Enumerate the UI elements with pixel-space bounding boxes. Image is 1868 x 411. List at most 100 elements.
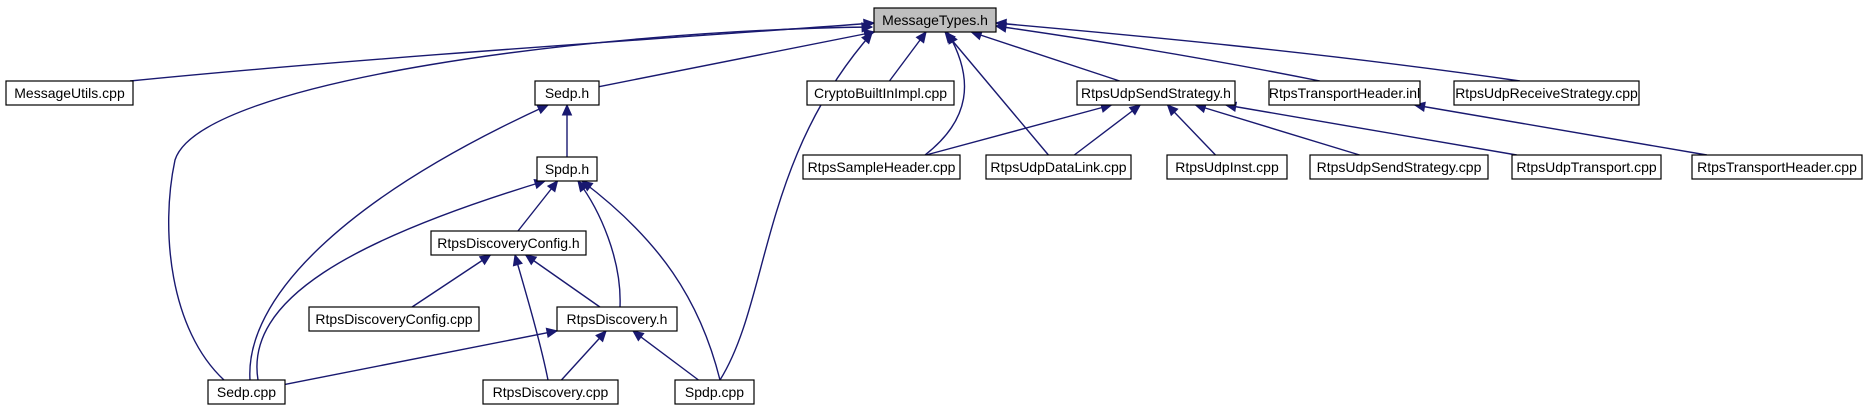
node-rtpsudpdatalink-cpp[interactable]: RtpsUdpDataLink.cpp [985, 154, 1132, 180]
node-box [1268, 80, 1421, 106]
edge-rtpsdiscovery-h-to-rtpsdiscoveryconfig-h [524, 254, 601, 308]
arrowhead [577, 180, 589, 193]
node-label: RtpsUdpSendStrategy.cpp [1317, 159, 1482, 175]
edge-line [971, 31, 1120, 82]
edge-line [284, 330, 558, 386]
arrowhead [1166, 104, 1179, 117]
edge-rtpsdiscoveryconfig-cpp-to-rtpsdiscoveryconfig-h [411, 254, 492, 308]
edge-line [924, 32, 966, 156]
node-box [482, 379, 619, 405]
node-label: RtpsDiscovery.cpp [493, 384, 609, 400]
node-box [674, 379, 755, 405]
node-box [802, 154, 961, 180]
node-label: RtpsDiscovery.h [567, 311, 668, 327]
node-label: Spdp.cpp [685, 384, 744, 400]
node-box [430, 230, 587, 256]
edge-line [995, 25, 1321, 82]
node-box [1453, 80, 1640, 106]
node-spdp-h[interactable]: Spdp.h [536, 156, 598, 182]
arrowhead [1128, 104, 1142, 116]
edge-sedp-cpp-to-rtpsdiscovery-h [284, 327, 559, 386]
node-label: RtpsSampleHeader.cpp [808, 159, 956, 175]
node-spdp-cpp[interactable]: Spdp.cpp [674, 379, 755, 405]
node-label: Sedp.cpp [217, 384, 276, 400]
arrowhead [595, 330, 607, 343]
node-label: RtpsUdpTransport.cpp [1516, 159, 1657, 175]
node-rtpsudpreceivestrategy-cpp[interactable]: RtpsUdpReceiveStrategy.cpp [1453, 80, 1640, 106]
node-messageutils-cpp[interactable]: MessageUtils.cpp [5, 80, 134, 106]
edge-line [581, 180, 721, 381]
edge-rtpsdiscoveryconfig-h-to-spdp-h [517, 180, 559, 232]
node-sedp-h[interactable]: Sedp.h [534, 80, 600, 106]
node-label: RtpsUdpInst.cpp [1175, 159, 1279, 175]
node-label: MessageTypes.h [882, 12, 988, 28]
node-label: RtpsDiscoveryConfig.h [437, 235, 579, 251]
node-rtpsdiscovery-h[interactable]: RtpsDiscovery.h [556, 306, 678, 332]
node-rtpstransportheader-cpp[interactable]: RtpsTransportHeader.cpp [1691, 154, 1863, 180]
edge-sedp-cpp-to-messagetypes-h [168, 22, 874, 381]
arrowhead [861, 22, 874, 33]
edge-line [256, 180, 546, 381]
edge-line [598, 31, 875, 88]
node-box [1309, 154, 1489, 180]
edge-line [514, 254, 549, 381]
edge-line [411, 254, 491, 308]
node-box [556, 306, 678, 332]
node-rtpsudpinst-cpp[interactable]: RtpsUdpInst.cpp [1166, 154, 1288, 180]
edge-rtpsudptransport-cpp-to-rtpsudpsendstrategy-h [1224, 101, 1517, 156]
edge-rtpsdiscovery-cpp-to-rtpsdiscovery-h [560, 330, 607, 381]
node-label: Sedp.h [545, 85, 589, 101]
node-label: RtpsUdpReceiveStrategy.cpp [1455, 85, 1638, 101]
node-sedp-cpp[interactable]: Sedp.cpp [207, 379, 286, 405]
edge-line [1414, 104, 1707, 156]
node-rtpssampleheader-cpp[interactable]: RtpsSampleHeader.cpp [802, 154, 961, 180]
arrowhead [861, 32, 873, 45]
node-box [1166, 154, 1288, 180]
node-label: RtpsUdpDataLink.cpp [990, 159, 1126, 175]
node-rtpsdiscoveryconfig-h[interactable]: RtpsDiscoveryConfig.h [430, 230, 587, 256]
node-messagetypes-h: MessageTypes.h [873, 7, 997, 33]
node-rtpsudptransport-cpp[interactable]: RtpsUdpTransport.cpp [1511, 154, 1662, 180]
edge-rtpsudpreceivestrategy-cpp-to-messagetypes-h [994, 18, 1521, 82]
arrowhead [478, 254, 492, 266]
node-box [1691, 154, 1863, 180]
node-rtpsudpsendstrategy-cpp[interactable]: RtpsUdpSendStrategy.cpp [1309, 154, 1489, 180]
node-cryptobuiltinimpl-cpp[interactable]: CryptoBuiltInImpl.cpp [806, 80, 955, 106]
arrowhead [944, 31, 956, 44]
edge-line [129, 22, 875, 82]
edge-rtpsdiscovery-cpp-to-rtpsdiscoveryconfig-h [512, 253, 549, 381]
edge-rtpsudpsendstrategy-h-to-messagetypes-h [970, 30, 1120, 82]
node-label: RtpsTransportHeader.cpp [1697, 159, 1857, 175]
edge-spdp-h-to-sedp-h [561, 103, 573, 157]
edge-line [925, 104, 1112, 156]
edge-line [1195, 104, 1360, 156]
arrowhead [524, 254, 538, 266]
node-label: CryptoBuiltInImpl.cpp [814, 85, 947, 101]
arrowhead [512, 253, 523, 267]
node-label: RtpsTransportHeader.inl [1269, 85, 1420, 101]
arrowhead [632, 330, 645, 342]
node-rtpsudpsendstrategy-h[interactable]: RtpsUdpSendStrategy.h [1076, 80, 1236, 106]
edge-rtpstransportheader-inl-to-messagetypes-h [994, 22, 1321, 82]
node-rtpstransportheader-inl[interactable]: RtpsTransportHeader.inl [1268, 80, 1421, 106]
arrowhead [581, 180, 594, 192]
edge-line [1225, 104, 1517, 156]
arrowhead [546, 180, 559, 193]
edge-rtpsudpdatalink-cpp-to-messagetypes-h [944, 31, 1049, 156]
edge-messageutils-cpp-to-messagetypes-h [129, 18, 876, 82]
node-box [207, 379, 286, 405]
edge-line [1167, 104, 1216, 156]
node-label: MessageUtils.cpp [14, 85, 125, 101]
edge-line [944, 31, 1049, 156]
node-rtpsdiscovery-cpp[interactable]: RtpsDiscovery.cpp [482, 379, 619, 405]
arrowhead [561, 103, 573, 116]
edge-line [560, 330, 607, 381]
edge-line [577, 180, 621, 308]
edge-line [168, 26, 873, 381]
node-box [534, 80, 600, 106]
edge-spdp-cpp-to-spdp-h [581, 180, 721, 381]
edge-line [632, 330, 699, 381]
node-rtpsdiscoveryconfig-cpp[interactable]: RtpsDiscoveryConfig.cpp [308, 306, 480, 332]
